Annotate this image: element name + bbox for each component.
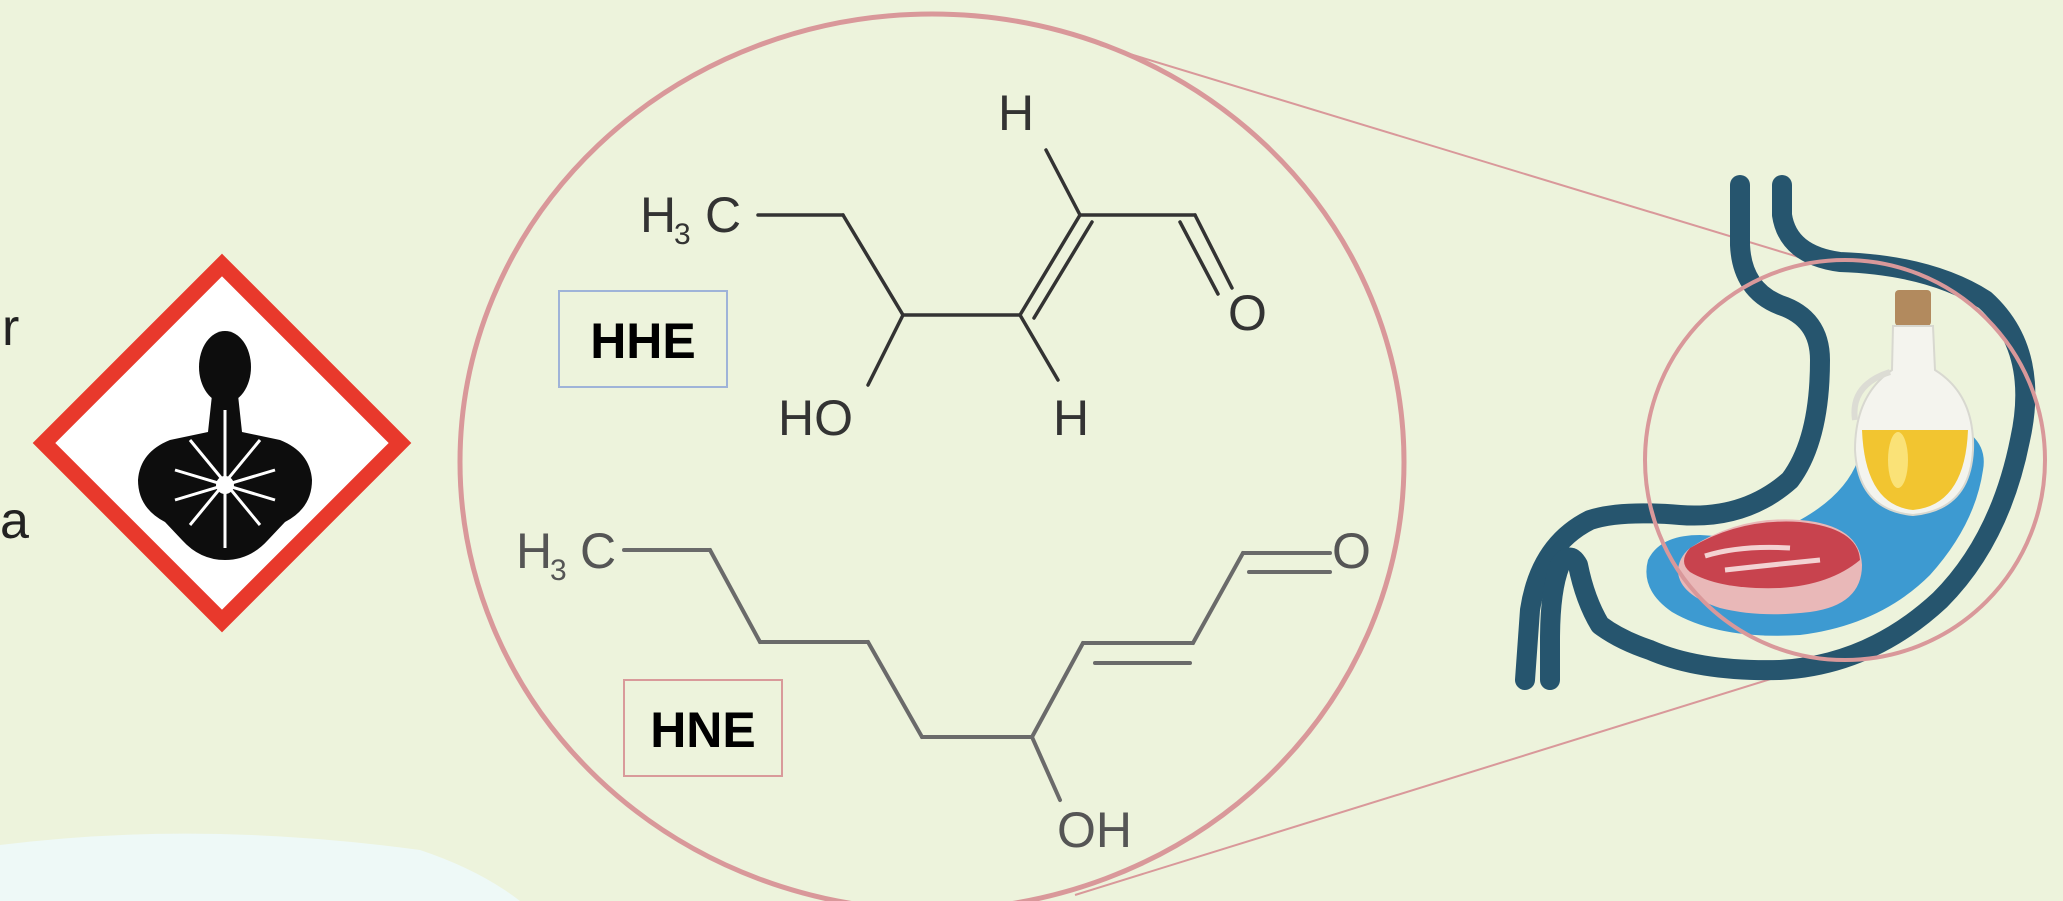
hhe-o: O	[1228, 285, 1267, 341]
health-hazard-icon	[32, 253, 412, 633]
hne-o: O	[1332, 523, 1371, 579]
raw-meat-icon	[1678, 519, 1862, 615]
hne-label-text: HNE	[650, 702, 756, 758]
stomach-illustration	[1515, 175, 2047, 690]
hhe-h3c-sub: 3	[674, 218, 691, 251]
background-blob	[0, 833, 520, 901]
hhe-h3c-h: H	[640, 187, 676, 243]
oil-bottle-icon	[1851, 290, 1975, 517]
connector-line-bottom	[1074, 654, 1849, 896]
hne-structure: H 3 C O OH	[516, 523, 1371, 858]
hhe-ho: HO	[778, 390, 853, 446]
hhe-structure: H 3 C H H HO O	[640, 85, 1267, 446]
hne-h3c-h: H	[516, 523, 552, 579]
partial-text-line1: r	[2, 299, 19, 357]
hne-label: HNE	[623, 679, 783, 777]
hhe-h3c-c: C	[705, 187, 741, 243]
hhe-h-bottom: H	[1053, 390, 1089, 446]
hhe-label: HHE	[558, 290, 728, 388]
hne-h3c-sub: 3	[550, 554, 567, 587]
hne-h3c-c: C	[580, 523, 616, 579]
connector-line-top	[1099, 44, 1816, 263]
hhe-label-text: HHE	[590, 313, 696, 369]
hhe-h-top: H	[998, 85, 1034, 141]
hne-oh: OH	[1057, 802, 1132, 858]
partial-text-line2: a	[0, 492, 29, 550]
zoom-circle	[457, 11, 1407, 901]
stomach-zoom-circle	[1643, 258, 2047, 662]
